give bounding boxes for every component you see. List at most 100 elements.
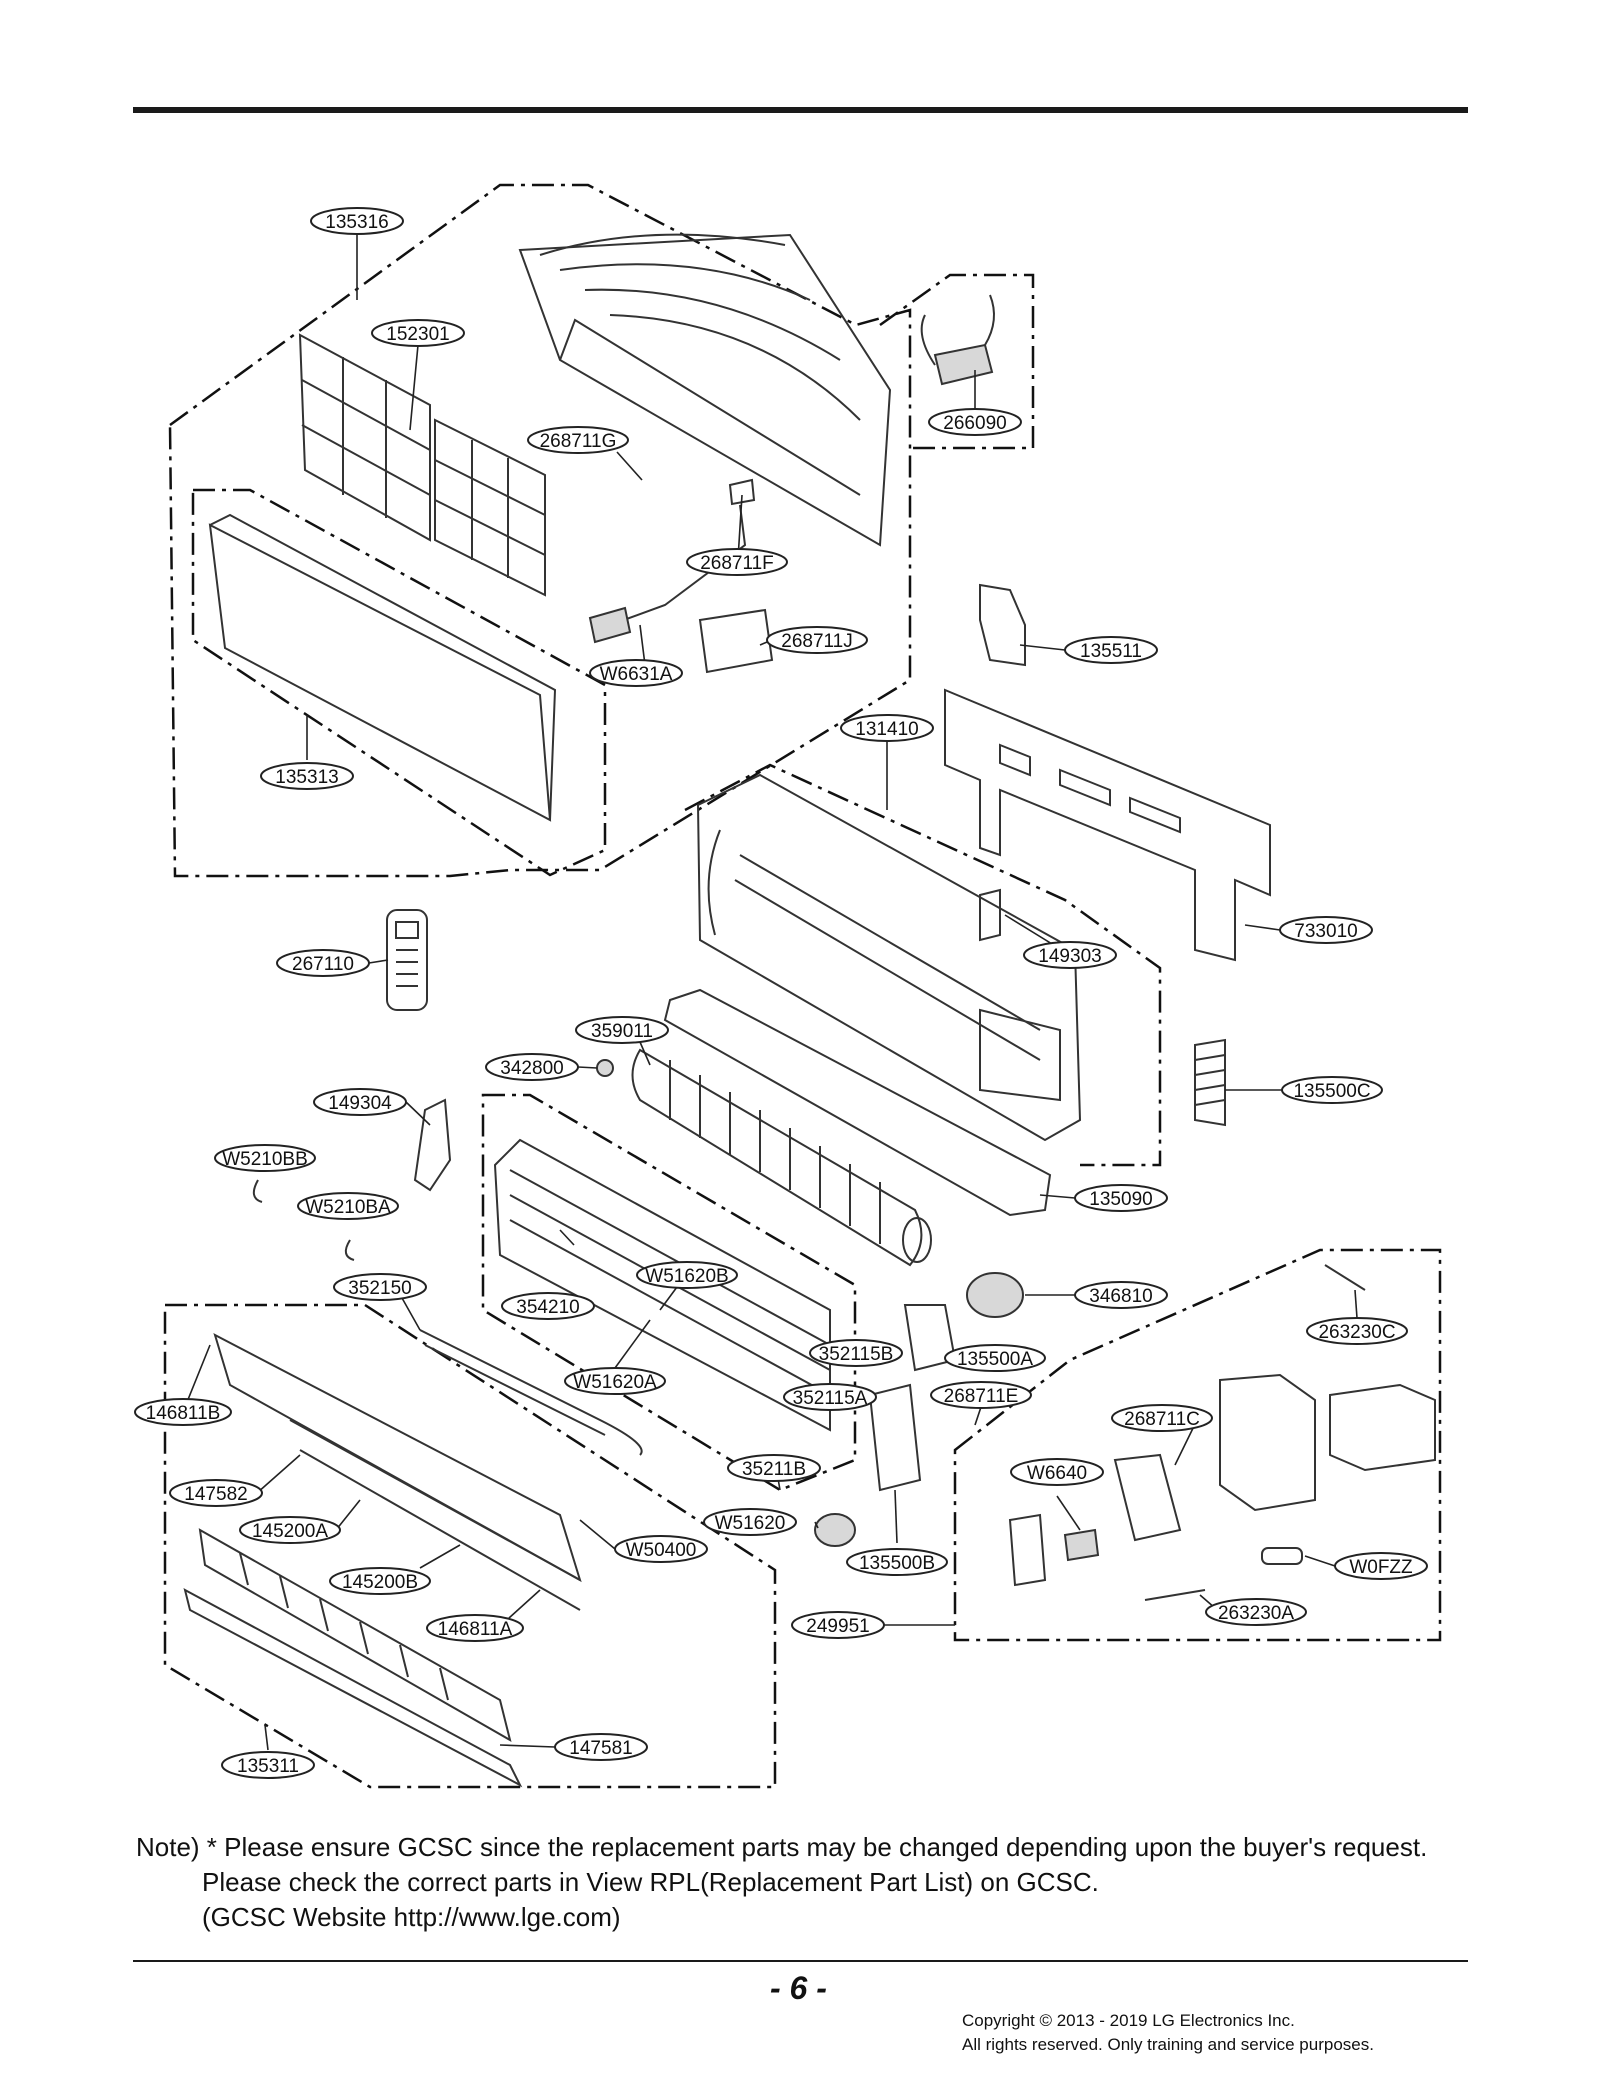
front-panel-group-outline [168,183,912,878]
callout-label: W5210BB [222,1149,308,1170]
top-rule [133,107,1468,113]
note-line-2: Please check the correct parts in View R… [202,1867,1099,1897]
callout-label: 354210 [516,1297,579,1318]
callout-label: 146811A [438,1619,513,1640]
callout-152301: 152301 [371,319,465,347]
callout-label: 268711G [540,431,617,452]
callout-label: 135313 [275,767,338,788]
note-line-3: (GCSC Website http://www.lge.com) [202,1902,621,1932]
air-filter-left-part [298,333,431,542]
callout-label: 733010 [1294,921,1357,942]
callout-label: 135090 [1089,1189,1152,1210]
power-cord-group-outline [879,273,1035,450]
callout-147582: 147582 [169,1479,263,1507]
callout-135500C: 135500C [1281,1076,1383,1104]
callout-W5210BA: W5210BA [297,1192,399,1220]
callout-145200A: 145200A [239,1516,341,1544]
callout-146811A: 146811A [426,1614,524,1642]
callout-label: 268711C [1124,1409,1200,1430]
callout-263230A: 263230A [1205,1598,1307,1626]
clip-149303-part [979,888,1001,942]
cross-flow-fan-part [631,1048,932,1267]
chassis-part [696,773,1082,1142]
callout-359011: 359011 [575,1016,669,1044]
callout-label: 268711E [944,1386,1019,1407]
callout-W50400: W50400 [614,1535,708,1563]
installation-plate-part [944,688,1271,962]
callout-label: W6631A [600,664,673,685]
front-grille-part [208,513,557,822]
callout-label: 147582 [184,1484,247,1505]
callout-W51620A: W51620A [564,1367,666,1395]
callout-135316: 135316 [310,207,404,235]
callout-label: 149303 [1038,946,1101,967]
callout-35211B: 35211B [727,1454,821,1482]
callout-352115B: 352115B [809,1339,903,1367]
callout-352115A: 352115A [783,1383,877,1411]
louver-group-outline [163,1303,777,1789]
side-cover-135500C-part [1194,1038,1226,1127]
callout-label: 149304 [328,1093,392,1114]
front-cover-part [518,233,892,547]
bearing-342800-part [596,1059,614,1077]
callout-label: 135316 [325,212,388,233]
callout-label: W50400 [626,1540,697,1561]
callout-342800: 342800 [485,1053,579,1081]
motor-cover-135500B-part [868,1383,922,1492]
callout-label: 135500A [957,1349,1033,1370]
callout-label: 263230A [1218,1603,1294,1624]
callout-label: 146811B [146,1403,221,1424]
callout-W6640: W6640 [1010,1458,1104,1486]
bottom-rule [133,1960,1468,1962]
callout-268711F: 268711F [686,548,788,576]
display-pcb-part [588,478,774,674]
callout-135511: 135511 [1064,636,1158,664]
callout-149303: 149303 [1023,941,1117,969]
callout-346810: 346810 [1074,1281,1168,1309]
remote-controller-part [386,909,428,1011]
callout-label: W51620 [715,1513,786,1534]
callout-label: 359011 [591,1021,653,1042]
callout-135500A: 135500A [944,1344,1046,1372]
callout-135500B: 135500B [846,1548,948,1576]
callout-label: 135511 [1080,641,1142,662]
callout-label: 145200A [252,1521,328,1542]
page-number: - 6 - [770,1970,827,2006]
callout-label: W6640 [1027,1463,1087,1484]
callout-W6631A: W6631A [589,659,683,687]
callout-263230C: 263230C [1306,1317,1408,1345]
hook-W5210BA-part [344,1239,355,1261]
callout-268711G: 268711G [527,426,629,454]
callout-149304: 149304 [313,1088,407,1116]
callout-label: W51620A [573,1372,657,1393]
drain-pan-part [663,988,1052,1217]
callout-249951: 249951 [791,1611,885,1639]
callout-W51620B: W51620B [636,1261,738,1289]
side-holder-149304-part [413,1098,452,1192]
louver-part [213,1333,582,1611]
callout-label: 35211B [742,1459,806,1480]
callout-267110: 267110 [276,949,370,977]
chassis-group-outline [684,763,1162,1167]
evaporator-group-outline [481,1093,857,1492]
copyright-line-2: All rights reserved. Only training and s… [962,2035,1374,2054]
callout-135311: 135311 [221,1751,315,1779]
fan-motor-part [966,1272,1024,1318]
callout-label: 346810 [1089,1286,1152,1307]
copyright-line-1: Copyright © 2013 - 2019 LG Electronics I… [962,2011,1295,2030]
callout-label: 342800 [500,1058,563,1079]
hook-W5210BB-part [252,1179,263,1203]
callout-label: 268711F [700,553,774,574]
drain-hose-part [419,1329,643,1456]
callout-label: 135500C [1293,1081,1370,1102]
callout-label: 152301 [386,324,449,345]
exploded-parts-diagram: 135316 152301 268711G 266090 268711F 135… [134,183,1442,1789]
callout-label: 352150 [348,1278,411,1299]
power-cord-part [920,294,995,386]
stepping-motor-part [814,1513,856,1547]
callout-146811B: 146811B [134,1398,232,1426]
callout-label: 135311 [237,1756,299,1777]
callout-268711J: 268711J [766,626,868,654]
callout-label: 268711J [781,631,853,652]
callout-W0FZZ: W0FZZ [1334,1552,1428,1580]
